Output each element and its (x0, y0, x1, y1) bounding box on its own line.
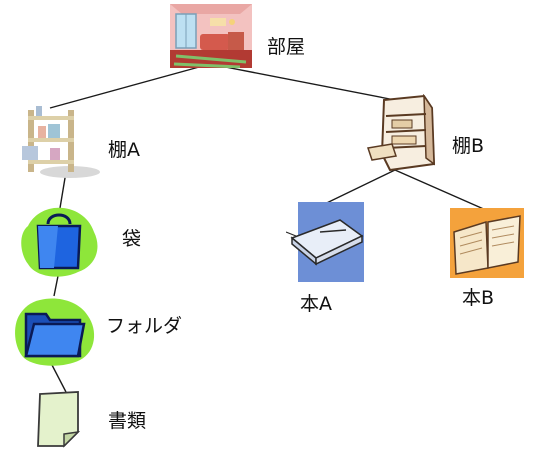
edge-room-shelfB (209, 63, 396, 101)
folder-icon (15, 298, 95, 366)
label-shelfA: 棚A (108, 139, 140, 161)
label-shelfB: 棚B (452, 135, 485, 157)
shelf-with-items-icon (22, 106, 100, 178)
room-interior-icon (170, 4, 252, 69)
label-room: 部屋 (267, 36, 306, 58)
bookshelf-icon (367, 93, 436, 172)
label-docs: 書類 (108, 410, 147, 432)
node-room (170, 4, 252, 69)
closed-book-icon (285, 202, 364, 282)
label-bookA: 本A (300, 293, 332, 315)
edge-shelfA-bag (59, 171, 67, 209)
node-docs (34, 388, 84, 450)
open-book-icon (450, 208, 524, 278)
node-shelfB (362, 93, 440, 174)
label-bookB: 本B (462, 287, 495, 309)
edge-room-shelfA (49, 63, 211, 109)
node-bag (18, 204, 102, 280)
node-shelfA (20, 100, 102, 182)
label-bag: 袋 (122, 228, 142, 250)
edge-bag-folder (53, 275, 59, 297)
node-bookA (285, 202, 368, 284)
node-bookB (446, 208, 528, 280)
document-icon (37, 391, 81, 448)
edge-shelfB-bookB (394, 169, 496, 215)
node-folder (12, 294, 98, 368)
label-folder: フォルダ (106, 315, 183, 337)
shopping-bag-icon (21, 207, 98, 277)
edge-folder-docs (51, 364, 67, 393)
